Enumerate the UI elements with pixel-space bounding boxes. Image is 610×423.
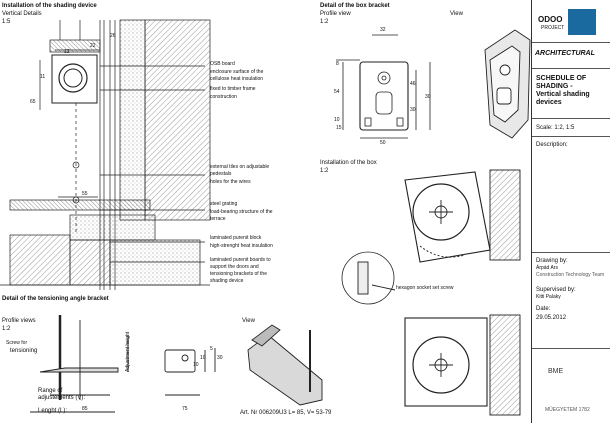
dim-22: 22: [90, 43, 96, 49]
title-shading-installation: Installation of the shading device: [2, 3, 97, 9]
box-bracket-view-drawing: [484, 29, 531, 139]
dim-8: 8: [336, 61, 339, 67]
label-enclosure: enclosure surface of the: [210, 69, 264, 75]
label-range-1: Range of: [38, 388, 63, 394]
dim-12: 12: [64, 49, 70, 55]
discipline: ARCHITECTURAL: [535, 50, 595, 57]
subtitle-vertical-details: Vertical Details: [2, 11, 42, 17]
label-screw-1: Screw for: [6, 340, 28, 346]
box-installation-drawing: [341, 169, 521, 416]
label-laminated-block: laminated purenit block: [210, 235, 262, 241]
label-range-2: adjustements (V):: [38, 395, 86, 401]
label-grating: steel grating: [210, 201, 238, 207]
schedule-line-1: SCHEDULE OF: [536, 75, 587, 82]
subtitle-profile-view: Profile view: [320, 11, 351, 17]
label-lam-4: tensioning brackets of the: [210, 271, 267, 277]
dim-54: 54: [334, 89, 340, 95]
date-label: Date:: [536, 306, 551, 312]
label-tiles-2: pedestals: [210, 171, 232, 177]
label-art-number: Art. Nr 006209U3 L= 85, V= 53-79: [240, 410, 332, 416]
label-osb: OSB board: [210, 61, 235, 67]
dim-15: 15: [336, 125, 342, 131]
title-box-bracket: Detail of the box bracket: [320, 3, 390, 9]
dim-10: 10: [334, 117, 340, 123]
schedule-line-4: devices: [536, 99, 562, 106]
label-high-strength: high-strenght heat insulation: [210, 243, 273, 249]
label-lam-5: shading device: [210, 278, 244, 284]
dim-50: 50: [380, 140, 386, 146]
dim-65: 65: [30, 99, 36, 105]
dim-5: 5: [210, 346, 213, 352]
footer-mark: MŰEGYETEM 1782: [545, 407, 590, 413]
dim-32: 32: [380, 27, 386, 33]
subtitle-view-b: View: [242, 318, 255, 324]
label-holes: holes for the wires: [210, 179, 251, 185]
brand-name: ODOO: [538, 15, 563, 24]
label-screw-2: tensioning: [10, 348, 38, 354]
label-tiles-1: external tiles on adjustable: [210, 164, 270, 170]
title-tensioning-bracket: Detail of the tensioning angle bracket: [2, 296, 109, 302]
scale-tensioning: 1:2: [2, 326, 11, 332]
label-hexagon-screw: hexagon socket set screw: [396, 285, 454, 291]
label-lam-3: support the doors and: [210, 264, 259, 270]
scale-vertical: 1:5: [2, 19, 11, 25]
title-box-installation: Installation of the box: [320, 160, 377, 166]
date-value: 29.05.2012: [536, 315, 567, 321]
supervised-by-label: Supervised by:: [536, 287, 576, 293]
dim-85: 85: [82, 406, 88, 412]
label-adjustment-height: Adjustment height: [125, 331, 131, 372]
label-load-2: terrace: [210, 216, 226, 222]
vertical-section-drawing: [0, 19, 211, 290]
scale-bracket: 1:2: [320, 19, 329, 25]
tensioning-bracket-drawing: [30, 315, 323, 413]
schedule-line-3: Vertical shading: [536, 91, 590, 98]
drawing-by-label: Drawing by:: [536, 258, 568, 264]
label-construction: construction: [210, 94, 237, 100]
label-cellulose: cellulose heat insulation: [210, 76, 264, 82]
dim-10b: 10: [200, 355, 206, 361]
description-label: Description:: [536, 142, 568, 148]
scale-box-installation: 1:2: [320, 168, 329, 174]
label-lam-2: laminated purenit boards to: [210, 257, 271, 263]
dim-30b: 30: [425, 94, 431, 100]
title-block: [531, 0, 610, 423]
dim-75: 75: [182, 406, 188, 412]
drawer-name: Árpád Ars: [536, 265, 558, 271]
subtitle-view: View: [450, 11, 463, 17]
university-logo: BME: [548, 368, 564, 375]
label-load-1: load-bearing structure of the: [210, 209, 273, 215]
supervisor-name: Kitti Palaky: [536, 294, 561, 300]
dim-30c: 30: [217, 355, 223, 361]
label-length: Lenght (L):: [38, 408, 68, 414]
label-fixed: fixed to timber frame: [210, 86, 256, 92]
drawer-role: Construction Technology Team: [536, 272, 605, 278]
dim-10c: 10: [193, 362, 199, 368]
schedule-line-2: SHADING -: [536, 83, 573, 90]
dim-30a: 30: [410, 107, 416, 113]
subtitle-profile-views: Profile views: [2, 318, 36, 324]
scale-text: Scale: 1:2, 1:5: [536, 125, 575, 131]
dim-55: 55: [82, 191, 88, 197]
dim-46: 46: [410, 81, 416, 87]
dim-11: 11: [40, 74, 46, 80]
dim-26: 26: [110, 33, 116, 39]
brand-logo-icon: [568, 9, 596, 35]
box-bracket-profile-drawing: [336, 34, 431, 139]
brand-subtitle: PROJECT: [541, 25, 565, 31]
